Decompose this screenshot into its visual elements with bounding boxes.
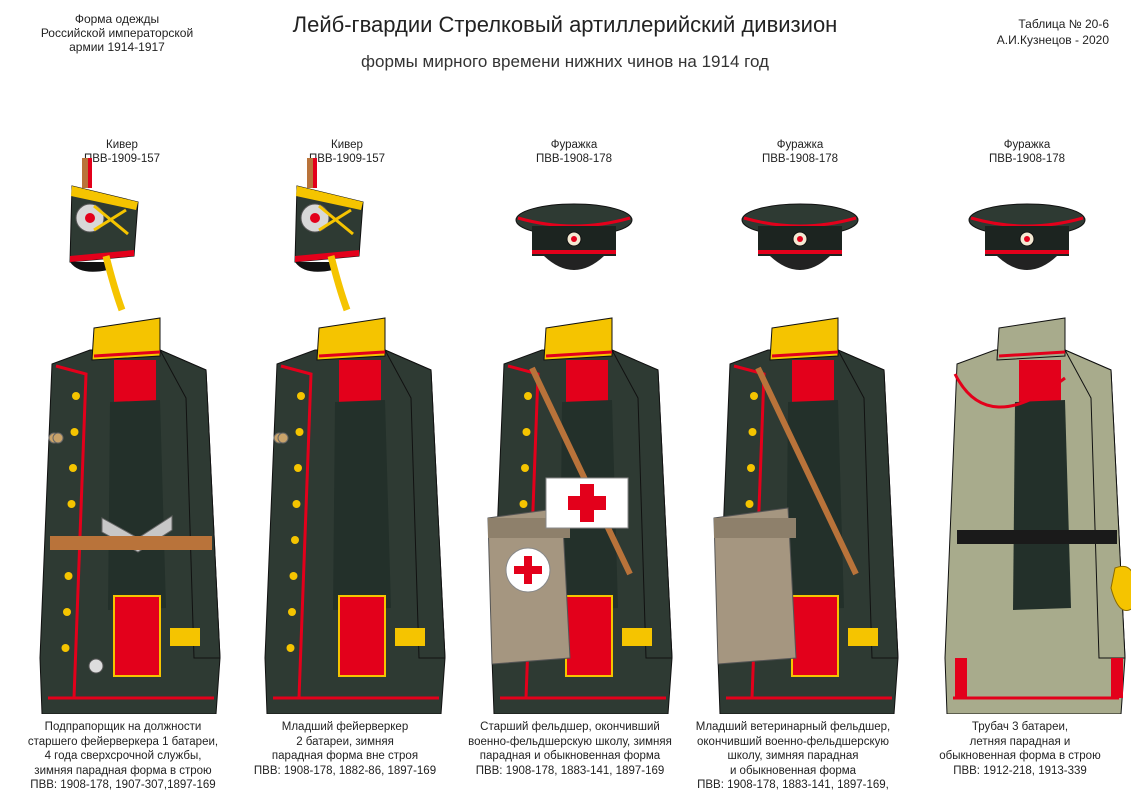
caption-line: ПВВ: 1908-178, 1882-86, 1897-169 xyxy=(253,764,437,777)
headwear-name: Кивер xyxy=(331,139,363,151)
caption-line: зимняя парадная форма в строю xyxy=(34,764,212,777)
caption-line: Младший ветеринарный фельдшер, xyxy=(695,721,891,733)
cap-icon xyxy=(515,203,633,270)
caption-line: ПВВ: 1912-218, 1913-339 xyxy=(953,764,1087,777)
figure-caption: Младший фейерверкер 2 батареи, зимняя пара… xyxy=(230,720,460,778)
tunic-icon xyxy=(39,317,221,714)
cap-icon xyxy=(741,203,859,270)
author-year: А.И.Кузнецов - 2020 xyxy=(996,33,1109,47)
page-subtitle: формы мирного времени нижних чинов на 19… xyxy=(361,52,769,71)
caption-line: 2 батареи, зимняя xyxy=(296,735,394,748)
headwear-name: Кивер xyxy=(106,139,138,151)
caption-line: школу, зимняя парадная xyxy=(727,750,859,762)
tunic-icon xyxy=(264,317,446,714)
headwear-regulation: ПВВ-1908-178 xyxy=(535,153,613,165)
caption-line: Младший фейерверкер xyxy=(281,721,409,733)
caption-line: парадная форма вне строя xyxy=(271,750,419,762)
table-number: Таблица № 20-6 xyxy=(1018,17,1109,31)
caption-line: Трубач 3 батареи, xyxy=(971,721,1069,733)
caption-line: 4 года сверхсрочной службы, xyxy=(44,750,202,762)
caption-line: ПВВ: 1908-178, 1883-141, 1897-169 xyxy=(475,764,665,777)
uniform-illustration xyxy=(713,203,899,714)
caption-line: ПВВ: 1908-178, 1907-307,1897-169 xyxy=(30,779,216,791)
figure-caption: Трубач 3 батареи, летняя парадная и обыкно… xyxy=(905,720,1131,778)
headwear-name: Фуражка xyxy=(776,139,824,151)
tunic-icon xyxy=(944,317,1131,714)
figure-caption: Подпрапорщик на должности старшего фейерв… xyxy=(8,720,238,793)
cap-icon xyxy=(968,203,1086,270)
caption-line: военно-фельдшерскую школу, зимняя xyxy=(468,735,672,748)
headwear-name: Фуражка xyxy=(550,139,598,151)
figure-caption: Старший фельдшер, окончивший военно-фельд… xyxy=(455,720,685,778)
page-title: Лейб-гвардии Стрелковый артиллерийский д… xyxy=(292,12,838,37)
headwear-regulation: ПВВ-1909-157 xyxy=(308,153,386,165)
figure-caption: Младший ветеринарный фельдшер, окончивший… xyxy=(678,720,908,793)
series-label-line: Российской императорской xyxy=(40,26,194,40)
caption-line: ПВВ: 1908-178, 1883-141, 1897-169, xyxy=(697,779,889,791)
headwear-name: Фуражка xyxy=(1003,139,1051,151)
caption-line: Подпрапорщик на должности xyxy=(44,721,202,733)
caption-line: парадная и обыкновенная форма xyxy=(479,750,661,762)
shako-icon xyxy=(294,158,364,312)
caption-line: обыкновенная форма в строю xyxy=(939,750,1101,762)
tunic-icon xyxy=(713,317,899,714)
shako-icon xyxy=(69,158,139,312)
uniform-illustration xyxy=(264,158,446,714)
tunic-icon xyxy=(487,317,673,714)
caption-line: старшего фейерверкера 1 батареи, xyxy=(27,735,219,748)
headwear-regulation: ПВВ-1908-178 xyxy=(988,153,1066,165)
uniform-illustration xyxy=(487,203,673,714)
series-label: Форма одежды Российской императорской ар… xyxy=(22,12,212,54)
caption-line: летняя парадная и xyxy=(969,735,1071,748)
table-info: Таблица № 20-6 А.И.Кузнецов - 2020 xyxy=(939,16,1109,48)
caption-line: и обыкновенная форма xyxy=(729,764,857,777)
series-label-line: армии 1914-1917 xyxy=(69,40,165,54)
headwear-regulation: ПВВ-1909-157 xyxy=(83,153,161,165)
caption-line: Старший фельдшер, окончивший xyxy=(480,721,660,733)
headwear-regulation: ПВВ-1908-178 xyxy=(761,153,839,165)
series-label-line: Форма одежды xyxy=(74,12,160,26)
caption-line: окончивший военно-фельдшерскую xyxy=(697,735,889,748)
uniform-illustration xyxy=(39,158,221,714)
uniform-illustration xyxy=(944,203,1131,714)
